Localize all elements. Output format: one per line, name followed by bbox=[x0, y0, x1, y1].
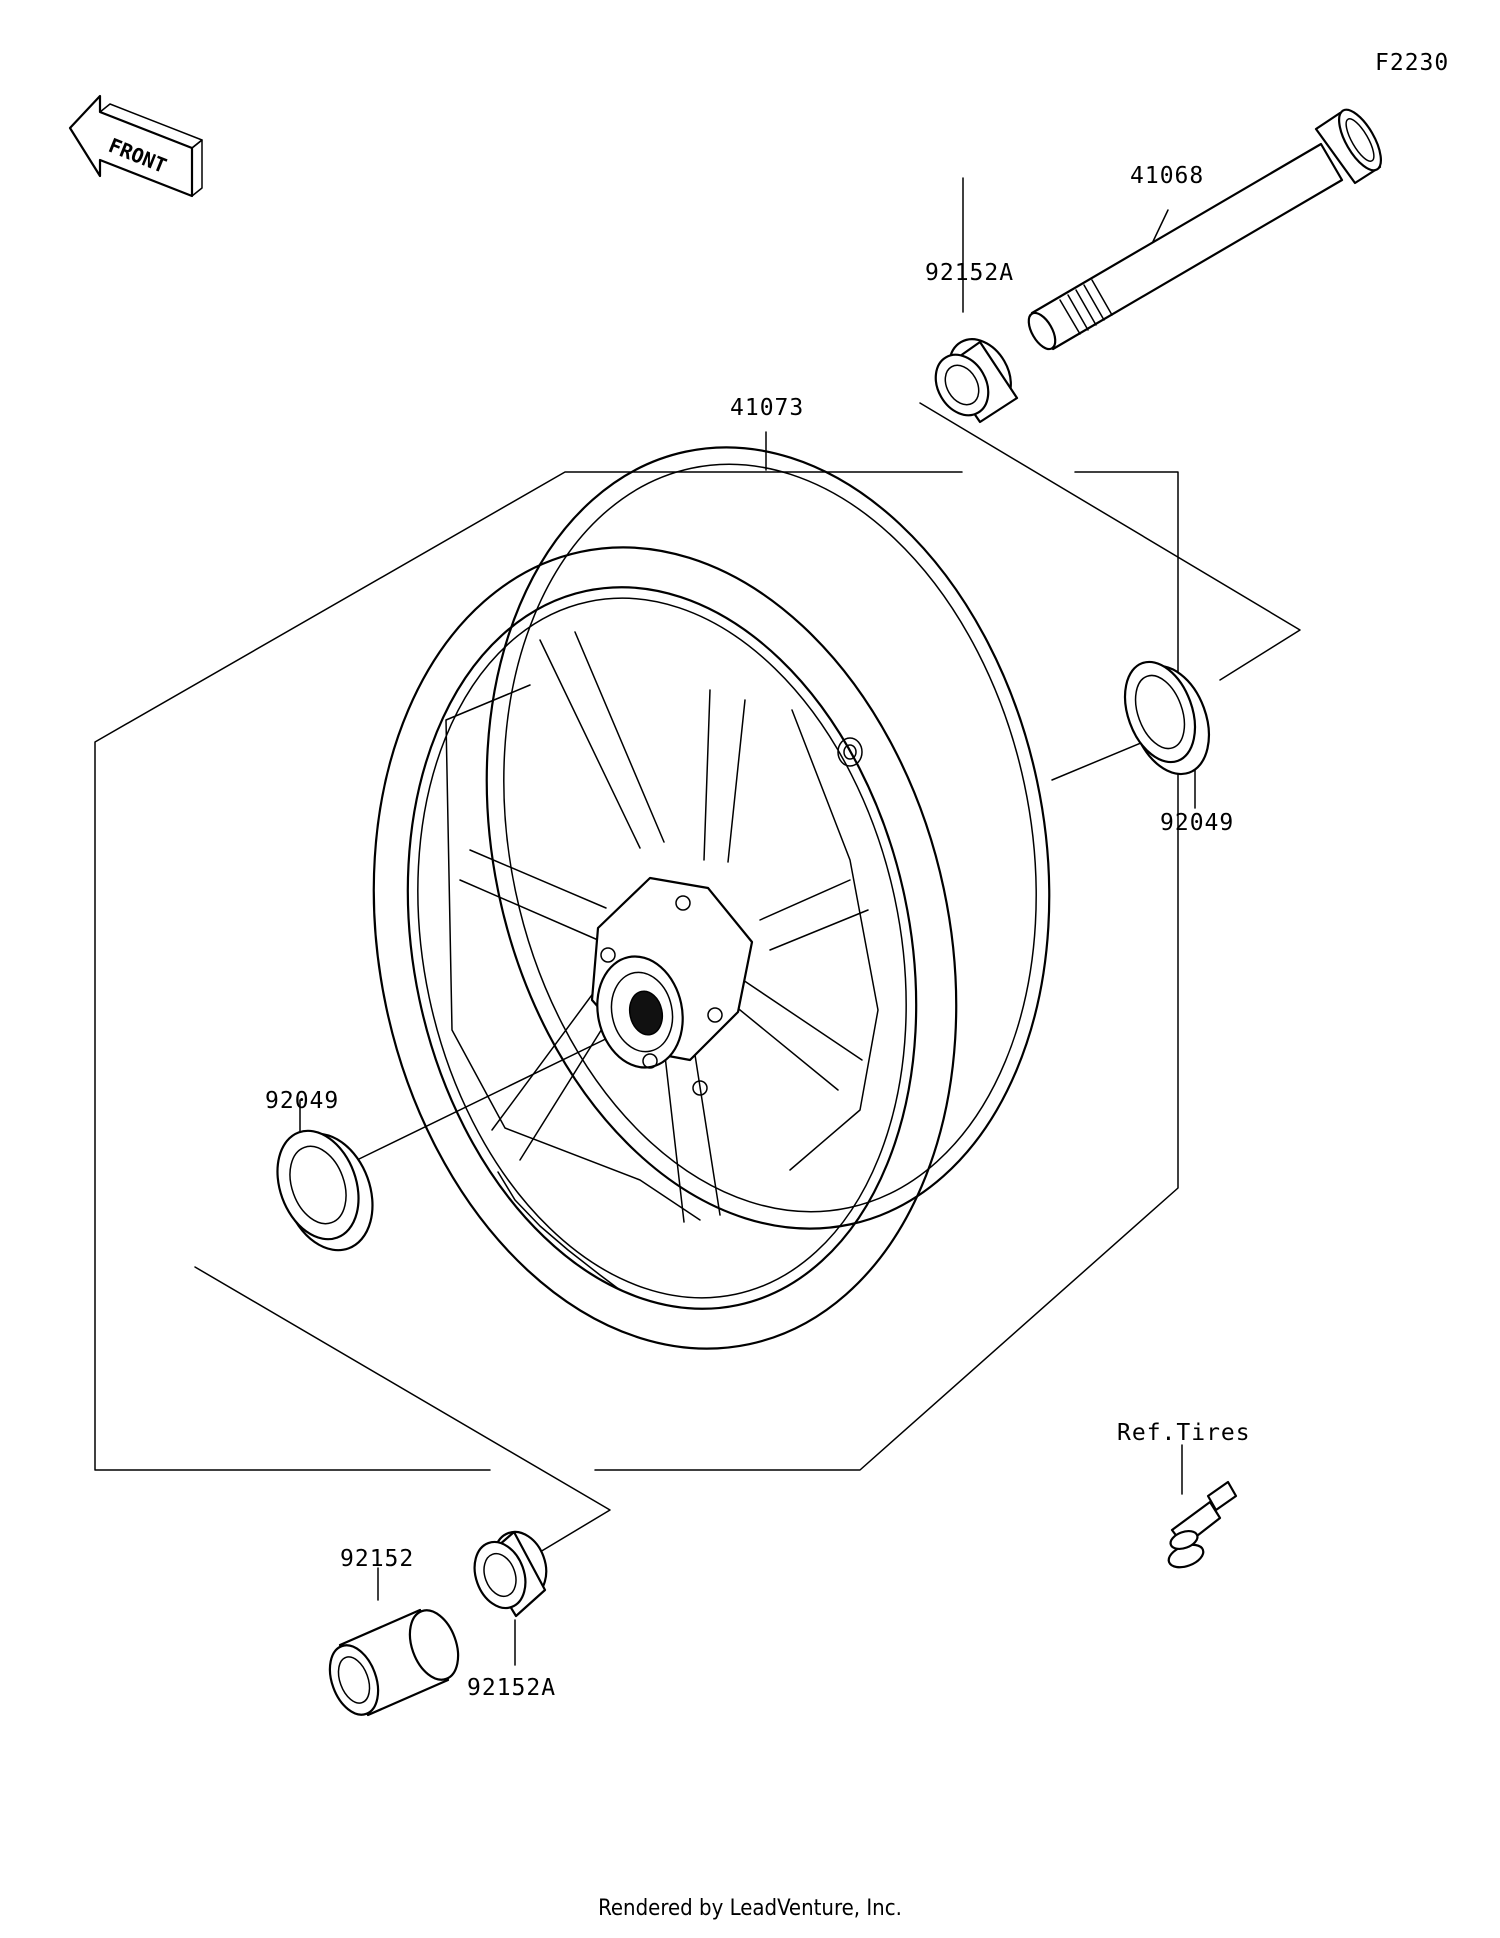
label-collar-upper: 92152A bbox=[925, 260, 1015, 286]
label-oil-seal-right: 92049 bbox=[1160, 810, 1235, 836]
bracket-lines bbox=[94, 177, 1301, 1666]
label-axle: 41068 bbox=[1130, 163, 1205, 189]
label-collar-lower: 92152A bbox=[467, 1675, 557, 1701]
label-oil-seal-left: 92049 bbox=[265, 1088, 340, 1114]
wheel-part bbox=[372, 446, 1051, 1350]
label-spacer: 92152 bbox=[340, 1546, 415, 1572]
collar-lower-part bbox=[473, 1530, 548, 1618]
footer-credit: Rendered by LeadVenture, Inc. bbox=[598, 1896, 902, 1921]
oil-seal-left-part bbox=[276, 1129, 374, 1252]
spacer-part bbox=[328, 1608, 460, 1717]
axle-part bbox=[1027, 108, 1382, 351]
label-valve-ref: Ref.Tires bbox=[1117, 1420, 1251, 1446]
collar-upper-part bbox=[934, 338, 1019, 424]
front-arrow-icon: FRONT bbox=[68, 94, 203, 198]
oil-seal-right-part bbox=[1123, 660, 1210, 776]
diagram-code: F2230 bbox=[1375, 50, 1450, 76]
tire-valve-part bbox=[1167, 1480, 1238, 1569]
label-wheel: 41073 bbox=[730, 395, 805, 421]
